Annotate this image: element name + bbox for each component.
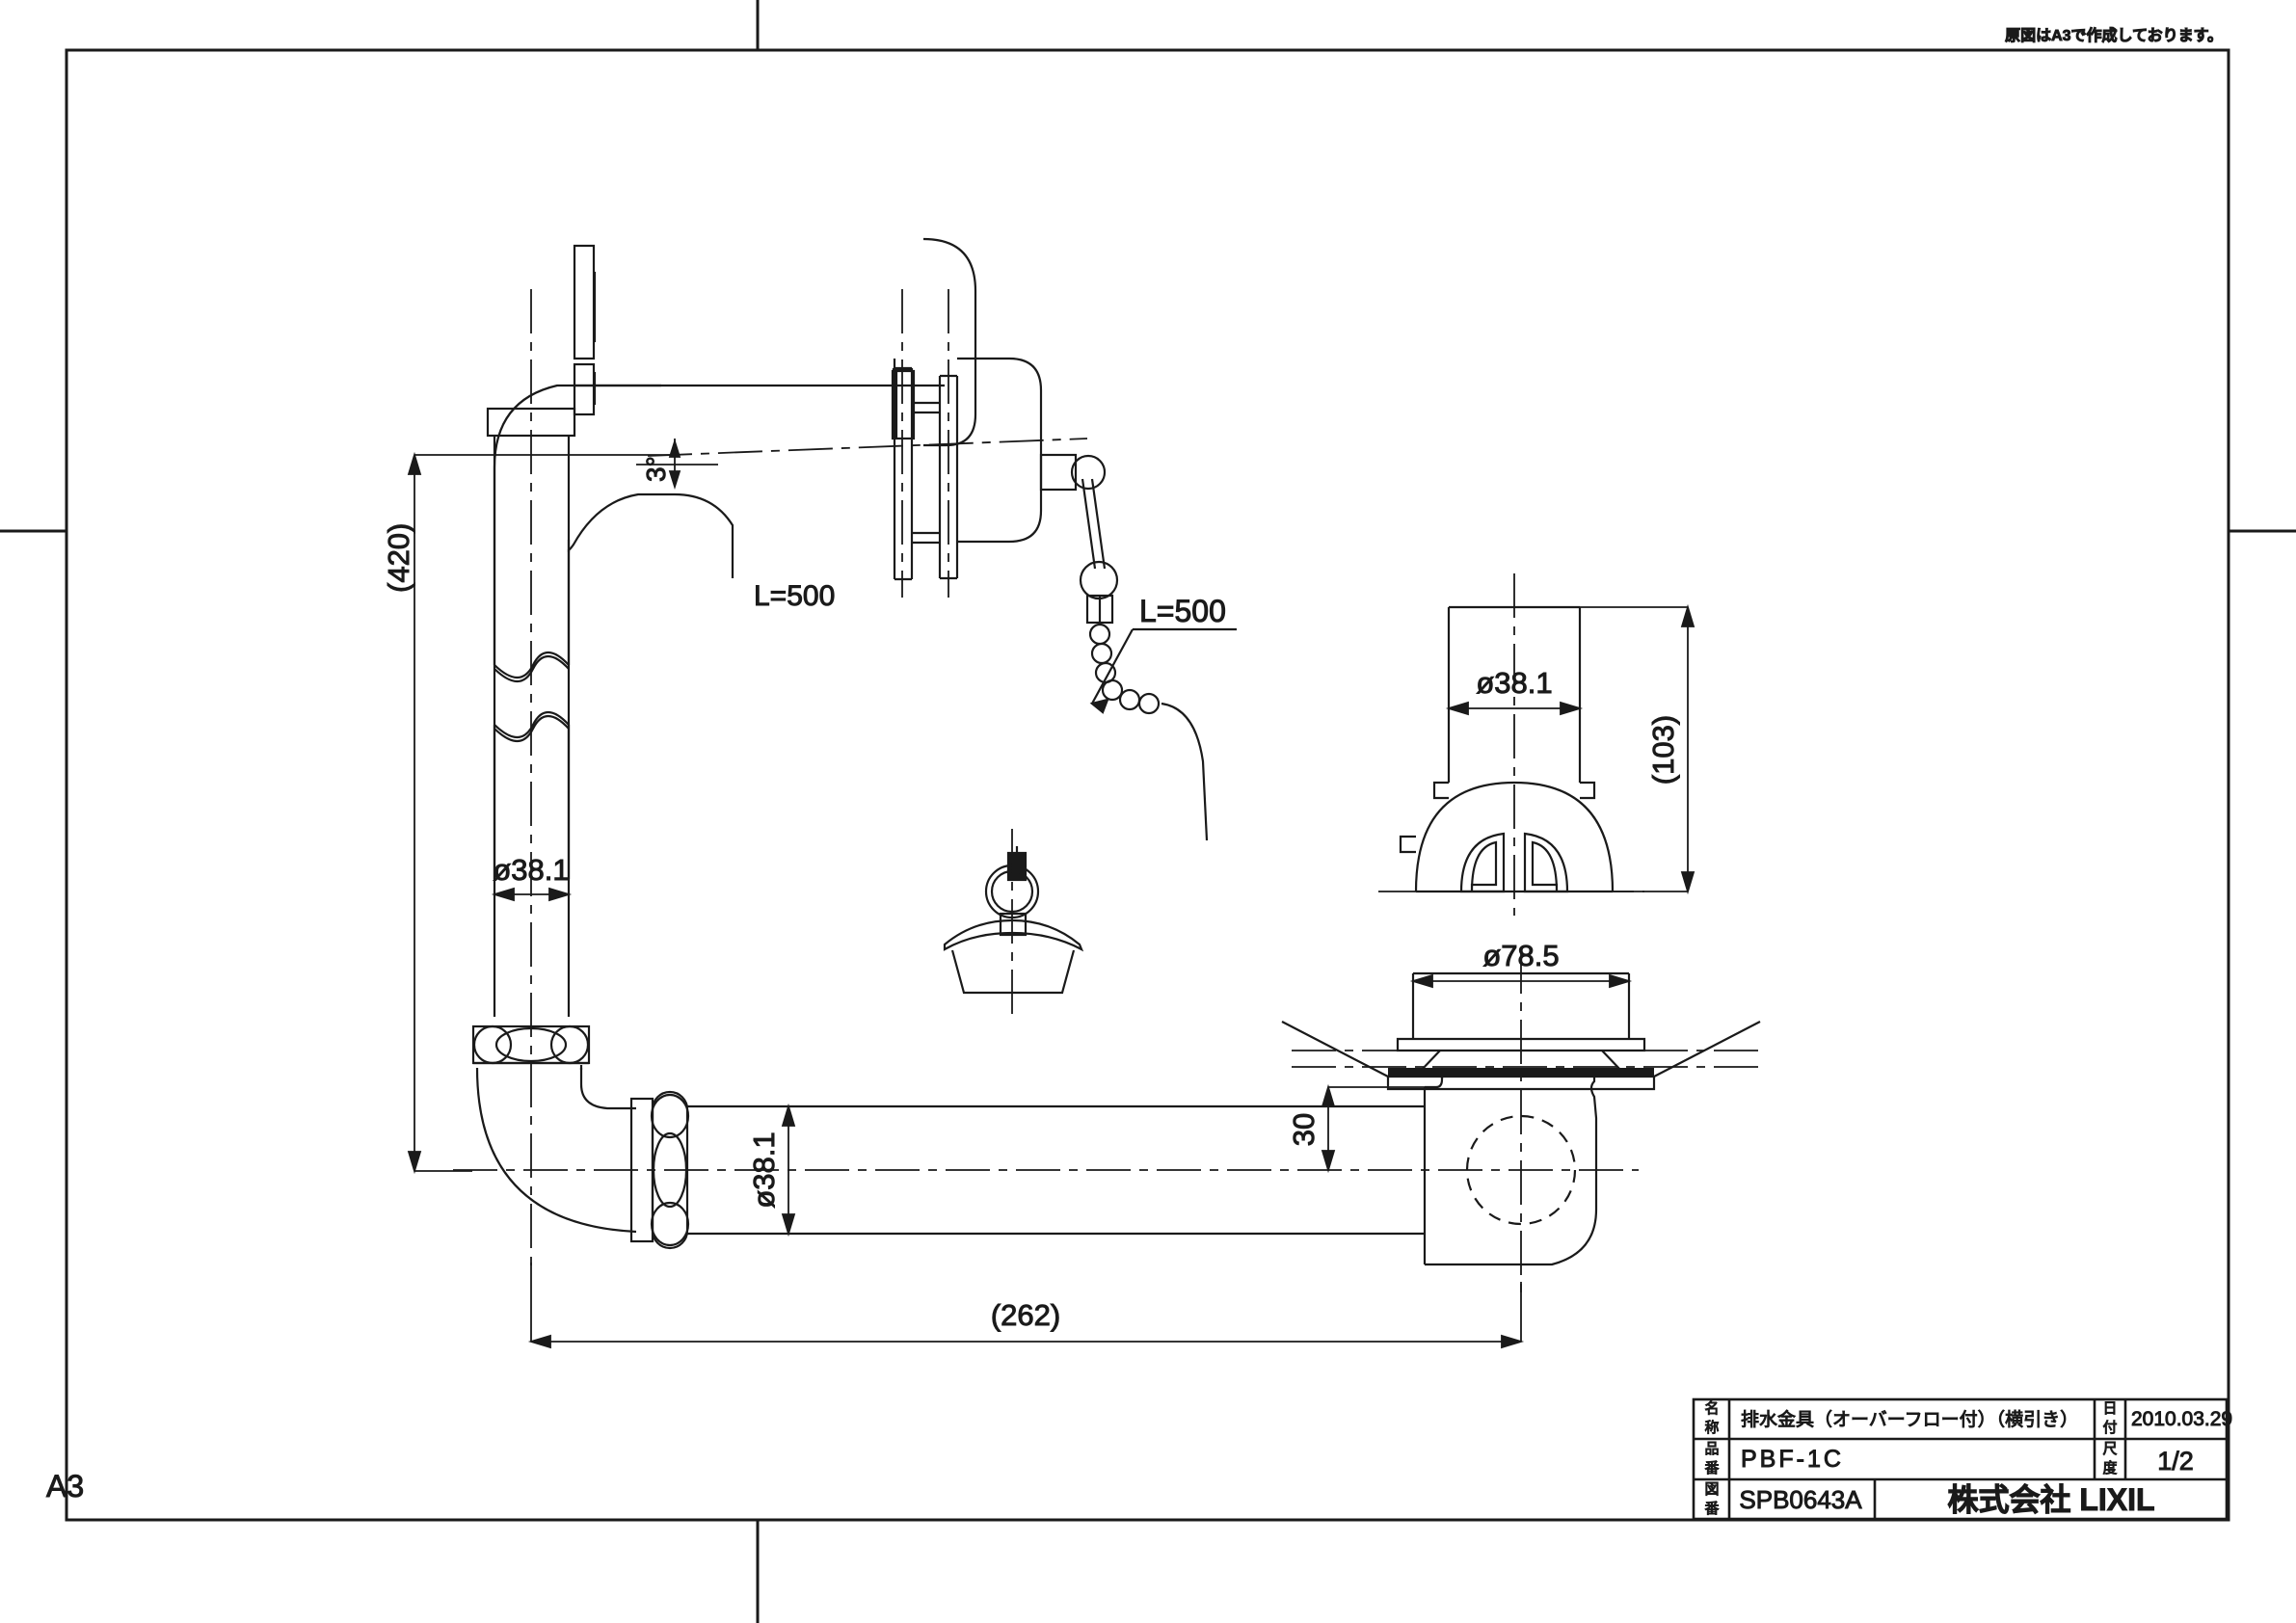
sheet-border	[65, 48, 2230, 1522]
date-header-1: 日	[2102, 1400, 2117, 1417]
vertical-drain-pipe	[486, 407, 576, 1017]
chain-length-text: L=500	[1139, 594, 1226, 628]
overflow-face-plate-assembly	[573, 237, 977, 447]
title-row-header-dwg-2: 番	[1704, 1501, 1719, 1517]
overflow-head-final	[893, 357, 1078, 581]
dim-overflow-dia-side	[1445, 701, 1584, 716]
dim-flange-dia-label: ø78.5	[1482, 939, 1559, 972]
scale-header-2: 度	[2102, 1460, 2117, 1477]
title-row-header-model-1: 品	[1704, 1441, 1719, 1457]
title-row-header-model-2: 番	[1704, 1460, 1719, 1477]
dim-overall-height	[407, 451, 675, 1175]
drain-body	[1423, 1072, 1598, 1266]
chain-and-hook	[1070, 454, 1209, 841]
date-value: 2010.03.29	[2131, 1408, 2232, 1430]
company-logo: 株式会社 LIXIL	[1947, 1482, 2154, 1517]
dim-slope-angle-label: 3°	[641, 456, 671, 482]
chain-length-leader	[1089, 627, 1237, 714]
dim-overall-height-label: (420)	[382, 523, 415, 593]
product-name-value: 排水金具（オーバーフロー付）（横引き）	[1741, 1409, 2078, 1430]
scale-header-1: 尺	[2102, 1441, 2117, 1457]
chain-length-label: L=500	[754, 580, 835, 612]
dim-overall-length	[527, 1263, 1525, 1349]
origin-note: 原図はA3で作成しております。	[2005, 26, 2223, 44]
center-lines	[453, 289, 1764, 1301]
dim-slope-angle	[636, 438, 718, 491]
dim-horizontal-pipe-dia-label: ø38.1	[747, 1131, 781, 1208]
dim-overflow-dia-front-label: ø38.1	[493, 853, 569, 887]
dim-overflow-dia-front	[491, 887, 573, 902]
dim-horizontal-pipe-dia	[781, 1103, 935, 1237]
scale-value: 1/2	[2157, 1447, 2194, 1476]
date-header-2: 付	[2102, 1420, 2117, 1436]
title-row-header-dwg-1: 図	[1704, 1481, 1719, 1498]
title-block	[1692, 1397, 2229, 1521]
dim-flange-dia	[1409, 973, 1633, 1039]
dim-face-plate-height	[1580, 603, 1695, 895]
dim-overall-length-label: (262)	[991, 1298, 1060, 1332]
product-model-value: PBF-1C	[1741, 1446, 1844, 1473]
dim-outlet-offset-label: 30	[1287, 1113, 1321, 1146]
sheet-size-label: A3	[46, 1469, 84, 1503]
title-row-header-name-1: 名	[1704, 1400, 1719, 1417]
drawing-number-value: SPB0643A	[1739, 1485, 1862, 1514]
dim-outlet-offset	[1321, 1083, 1425, 1174]
dim-face-plate-height-label: (103)	[1646, 715, 1680, 785]
dim-overflow-dia-side-label: ø38.1	[1476, 666, 1552, 700]
title-row-header-name-2: 称	[1704, 1420, 1719, 1436]
